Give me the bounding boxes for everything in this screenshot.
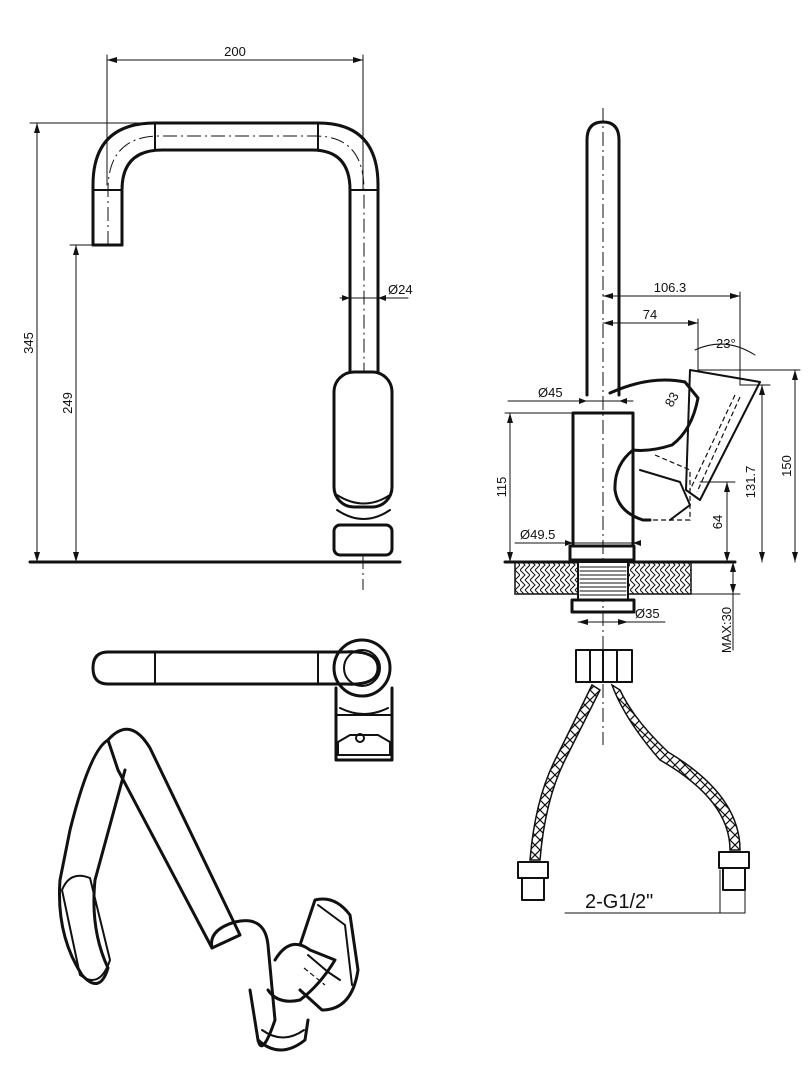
side-handle-dia-dim: Ø45 [538, 385, 563, 400]
side-handle-height-dim: 131.7 [743, 466, 758, 499]
top-view [91, 638, 394, 762]
front-pipe-dia-dim: Ø24 [388, 282, 413, 297]
side-lever-reach-dim: 74 [643, 307, 657, 322]
front-view: 200 345 249 Ø24 [21, 44, 413, 590]
side-body-dia-dim: Ø49.5 [520, 527, 555, 542]
thread-lines [579, 566, 627, 596]
isometric-view [58, 727, 360, 1052]
side-body-height-dim: 115 [494, 477, 509, 498]
side-deck-thickness-dim: MAX:30 [719, 607, 734, 653]
side-lever-height-dim: 150 [779, 455, 794, 477]
front-spout-height-dim: 249 [60, 392, 75, 414]
front-total-height-dim: 345 [21, 332, 36, 354]
side-view: 106.3 74 23° 83 Ø45 Ø49.5 115 131.7 [494, 108, 801, 914]
front-width-dim: 200 [224, 44, 246, 59]
side-lever-length-dim: 83 [662, 389, 682, 409]
side-base-height-dim: 64 [710, 515, 725, 529]
side-angle-dim: 23° [716, 336, 736, 351]
side-connection-label: 2-G1/2" [585, 891, 653, 913]
side-shank-dia-dim: Ø35 [635, 606, 660, 621]
side-reach-dim: 106.3 [654, 280, 687, 295]
